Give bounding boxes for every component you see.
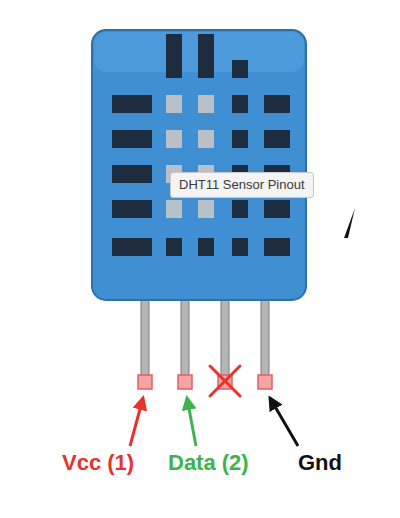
- sensor-pins: [138, 295, 272, 389]
- pin-label: Gnd: [298, 450, 342, 476]
- pin-label: Data (2): [168, 450, 249, 476]
- tooltip-text: DHT11 Sensor Pinout: [179, 177, 305, 193]
- sensor-body: [92, 30, 306, 300]
- cropped-shape: [344, 208, 355, 238]
- unused-pin-cross: [210, 366, 240, 396]
- tooltip-box: DHT11 Sensor Pinout: [170, 172, 314, 198]
- pin-label: Vcc (1): [62, 450, 134, 476]
- pointer-arrows: [130, 398, 298, 446]
